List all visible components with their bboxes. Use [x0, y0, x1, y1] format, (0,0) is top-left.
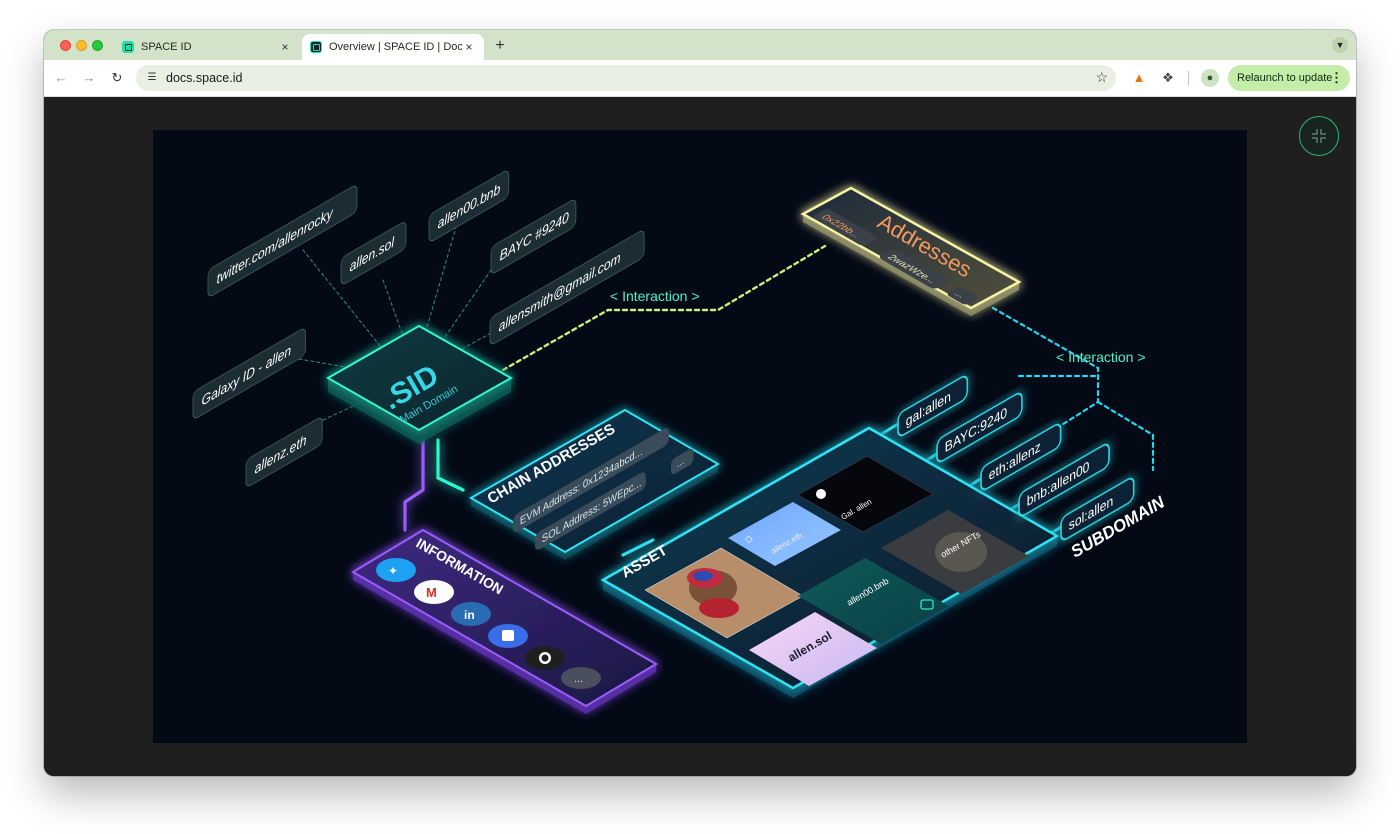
linkedin-icon: in: [451, 602, 491, 626]
galaxy-id-tile: Gal. allen: [796, 455, 935, 533]
tab-close-icon[interactable]: ×: [281, 40, 289, 54]
url-text[interactable]: docs.space.id: [166, 71, 243, 85]
sol-domain-tile: allen.sol: [749, 612, 877, 686]
twitter-icon: ✦: [376, 558, 416, 582]
name-tag: allen00.bnb: [428, 170, 510, 242]
tab-search-chevron-icon[interactable]: ▼: [1332, 37, 1348, 53]
back-arrow-icon[interactable]: ←: [54, 70, 68, 85]
bnb-domain-tile: allen00.bnb: [798, 558, 949, 644]
chain-addresses-block: CHAIN ADDRESSES EVM Address: 0x1234abcd.…: [468, 408, 720, 560]
github-icon: [525, 646, 565, 670]
tab-title: Overview | SPACE ID | Docs: [329, 41, 462, 53]
address-more: ...: [951, 290, 968, 300]
profile-person-icon[interactable]: ●: [1201, 69, 1219, 87]
tab-space-id[interactable]: SPACE ID ×: [114, 34, 300, 60]
tab-title: SPACE ID: [141, 41, 192, 53]
exit-fullscreen-icon: [1312, 129, 1326, 143]
site-info-tune-icon[interactable]: ☰: [147, 72, 157, 83]
tab-overview-docs[interactable]: Overview | SPACE ID | Docs ×: [302, 34, 484, 60]
information-more: ...: [561, 667, 601, 689]
name-tag: twitter.com/allenrocky: [207, 185, 358, 297]
space-id-docs-favicon-icon: [310, 41, 322, 53]
eth-domain-tile: ◇ allenz.eth: [728, 502, 841, 566]
gmail-icon: M: [414, 580, 454, 604]
relaunch-label: Relaunch to update: [1237, 72, 1333, 84]
name-tag: allenz.eth: [245, 417, 323, 487]
zoom-window-button[interactable]: [92, 40, 103, 51]
extensions-puzzle-icon[interactable]: ❖: [1162, 70, 1174, 85]
chain-address-more: ...: [677, 455, 684, 470]
svg-text:...: ...: [574, 673, 583, 685]
metamask-fox-icon[interactable]: ▲: [1132, 70, 1146, 85]
ape-nft-tile: [644, 547, 804, 639]
relaunch-to-update-button[interactable]: Relaunch to update ⋮: [1228, 65, 1350, 91]
address-bar[interactable]: ☰ docs.space.id ☆: [136, 65, 1116, 91]
space-id-architecture-diagram: twitter.com/allenrocky allen.sol allen00…: [153, 130, 1247, 743]
name-tag: Galaxy ID - allen: [192, 328, 307, 419]
information-block: INFORMATION ✦ M in: [351, 528, 658, 714]
minimize-window-button[interactable]: [76, 40, 87, 51]
name-tag: BAYC #9240: [490, 199, 577, 274]
interaction-label: < Interaction >: [610, 288, 700, 304]
calendar-icon: [488, 624, 528, 648]
asset-tile-label: ◇: [745, 534, 753, 545]
reload-icon[interactable]: ↻: [111, 70, 123, 85]
name-tag-label: Galaxy ID - allen: [202, 341, 292, 409]
close-window-button[interactable]: [60, 40, 71, 51]
browser-toolbar: ← → ↻ ☰ docs.space.id ☆ ▲ ❖ ● Relaunch t…: [44, 60, 1356, 97]
tab-bar: SPACE ID × Overview | SPACE ID | Docs × …: [44, 30, 1356, 60]
forward-arrow-icon[interactable]: →: [82, 70, 96, 85]
page-viewport: twitter.com/allenrocky allen.sol allen00…: [44, 97, 1356, 776]
new-tab-button[interactable]: +: [495, 37, 505, 54]
bookmark-star-icon[interactable]: ☆: [1095, 69, 1108, 85]
main-domain-block: .SID Main Domain: [325, 324, 514, 444]
exit-fullscreen-button[interactable]: [1299, 116, 1339, 156]
asset-block: ASSET ◇ allenz.eth: [600, 426, 1060, 698]
name-tag: allen.sol: [340, 222, 407, 285]
addresses-block: Addresses 0x22bb... 2wazWze... ...: [800, 186, 1022, 316]
svg-text:M: M: [426, 585, 437, 600]
interaction-label: < Interaction >: [1056, 349, 1146, 365]
diagram-canvas: twitter.com/allenrocky allen.sol allen00…: [192, 170, 1168, 714]
kebab-menu-icon: ⋮: [1330, 70, 1343, 85]
space-id-favicon-icon: [122, 41, 134, 53]
svg-text:✦: ✦: [388, 564, 398, 578]
name-tag-label: twitter.com/allenrocky: [217, 204, 334, 287]
other-nfts-tile: other NFTs: [881, 510, 1029, 594]
svg-text:in: in: [464, 608, 475, 622]
tab-close-icon[interactable]: ×: [465, 40, 473, 54]
name-tag-label: allensmith@gmail.com: [499, 249, 621, 335]
toolbar-divider: [1188, 71, 1189, 86]
browser-window: SPACE ID × Overview | SPACE ID | Docs × …: [44, 30, 1356, 776]
